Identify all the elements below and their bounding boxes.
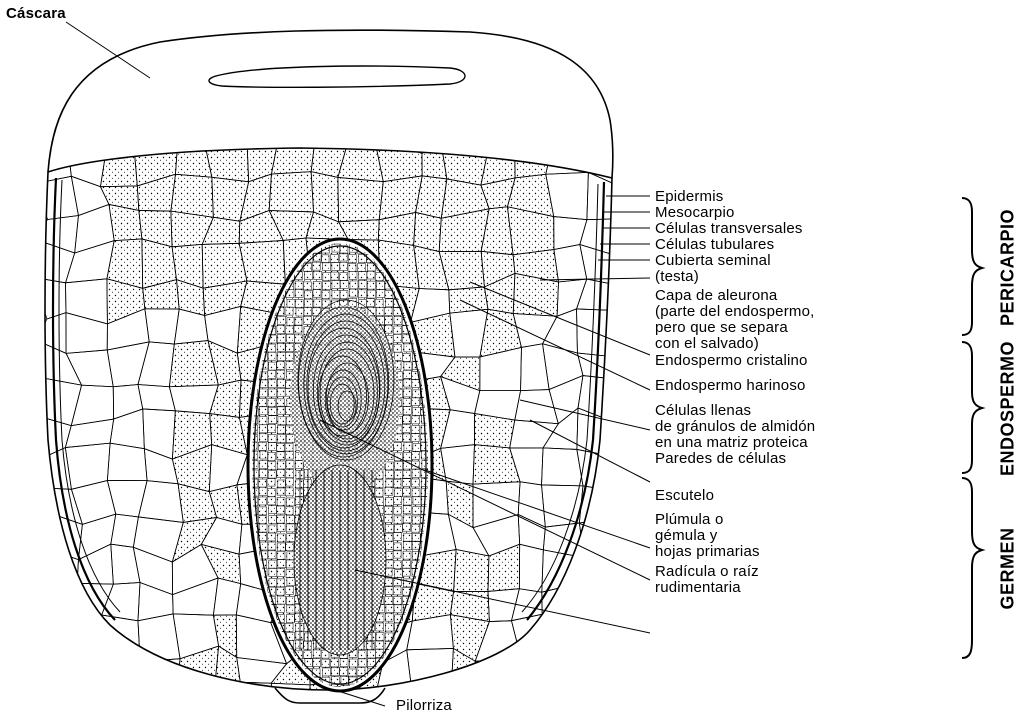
endosperm-cell [519,681,556,715]
label-aleurona-4: con el salvado) [655,336,759,351]
endosperm-cell [69,686,114,715]
endosperm-cell [338,177,383,221]
scutellum-cell [250,686,258,694]
group-pericarpio: PERICARPIO [998,198,1019,338]
endosperm-cell [454,549,489,591]
endosperm-cell [586,580,617,626]
label-cubierta-seminal: Cubierta seminal [655,253,771,268]
endosperm-cell [583,682,625,715]
label-celulas-transversales: Células transversales [655,221,803,236]
label-endospermo-cristalino: Endospermo cristalino [655,353,808,368]
endosperm-cell [338,137,383,182]
label-radicula: Radícula o raíz [655,564,759,579]
label-plumula-3: hojas primarias [655,544,760,559]
endosperm-cell [449,287,488,313]
endosperm-cell [481,139,515,185]
endosperm-cell [175,143,211,177]
endosperm-cell [37,615,75,660]
radicle-body [294,465,386,655]
endosperm-cell [171,174,213,217]
endosperm-cell [35,581,77,616]
endosperm-cell [579,517,620,558]
endosperm-cell [522,656,556,682]
endosperm-cell [69,659,116,691]
endosperm-cell [586,624,622,649]
endosperm-cell [613,184,658,219]
label-radicula-2: rudimentaria [655,580,741,595]
endosperm-cell [619,692,657,715]
endosperm-cell [609,489,658,518]
endosperm-cell [239,240,285,284]
endosperm-cell [619,649,650,697]
hull-highlight [209,66,465,87]
label-celulas-llenas-3: en una matriz proteica [655,435,808,450]
endosperm-cell [169,686,215,715]
scutellum-cell [421,686,429,694]
endosperm-cell [101,659,141,696]
endosperm-cell [100,145,137,187]
label-aleurona: Capa de aleurona [655,288,777,303]
endosperm-cell [414,212,442,251]
endosperm-cell [612,626,655,661]
scutellum-cell [394,686,402,694]
endosperm-cell [101,686,147,715]
scutellum-cell [429,677,437,685]
endosperm-cell [271,139,315,174]
endosperm-cell [206,137,249,181]
endosperm-cell [475,660,524,682]
endosperm-cell [37,658,75,691]
endosperm-cell [555,681,588,715]
endosperm-cell [109,204,142,240]
endosperm-cell [618,311,651,358]
label-aleurona-2: (parte del endospermo, [655,304,815,319]
group-endospermo: ENDOSPERMO [998,339,1019,479]
scutellum-cell [429,686,437,694]
endosperm-cell [140,659,180,697]
label-cascara: Cáscara [6,6,66,21]
label-endospermo-harinoso: Endospermo harinoso [655,378,806,393]
label-aleurona-3: pero que se separa [655,320,788,335]
label-celulas-tubulares: Células tubulares [655,237,774,252]
endosperm-cell [583,648,623,692]
endosperm-cell [269,172,313,212]
label-celulas-llenas: Células llenas [655,403,751,418]
endosperm-cell [612,581,655,628]
endosperm-cell [549,648,587,682]
group-braces [962,198,982,658]
label-pilorriza: Pilorriza [396,698,452,713]
endosperm-cell [476,681,525,715]
endosperm-cell [206,682,247,715]
endosperm-cell [542,614,587,655]
label-celulas-llenas-2: de gránulos de almidón [655,419,815,434]
endosperm-cell [584,558,619,586]
endosperm-cell [422,144,447,179]
endosperm-cell [614,140,659,187]
endosperm-cell [620,346,648,380]
label-plumula-2: gémula y [655,528,717,543]
label-escutelo: Escutelo [655,488,714,503]
endosperm-cell [34,680,74,715]
label-epidermis: Epidermis [655,189,724,204]
label-paredes: Paredes de células [655,451,786,466]
label-plumula: Plúmula o [655,512,724,527]
label-mesocarpio: Mesocarpio [655,205,735,220]
scutellum-cell [413,687,421,695]
endosperm-cell [609,451,651,490]
endosperm-cell [141,689,177,715]
group-germen: GERMEN [998,499,1019,639]
endosperm-cell [618,280,652,315]
label-testa: (testa) [655,269,699,284]
endosperm-cell [617,558,660,586]
scutellum-cell [403,686,411,694]
